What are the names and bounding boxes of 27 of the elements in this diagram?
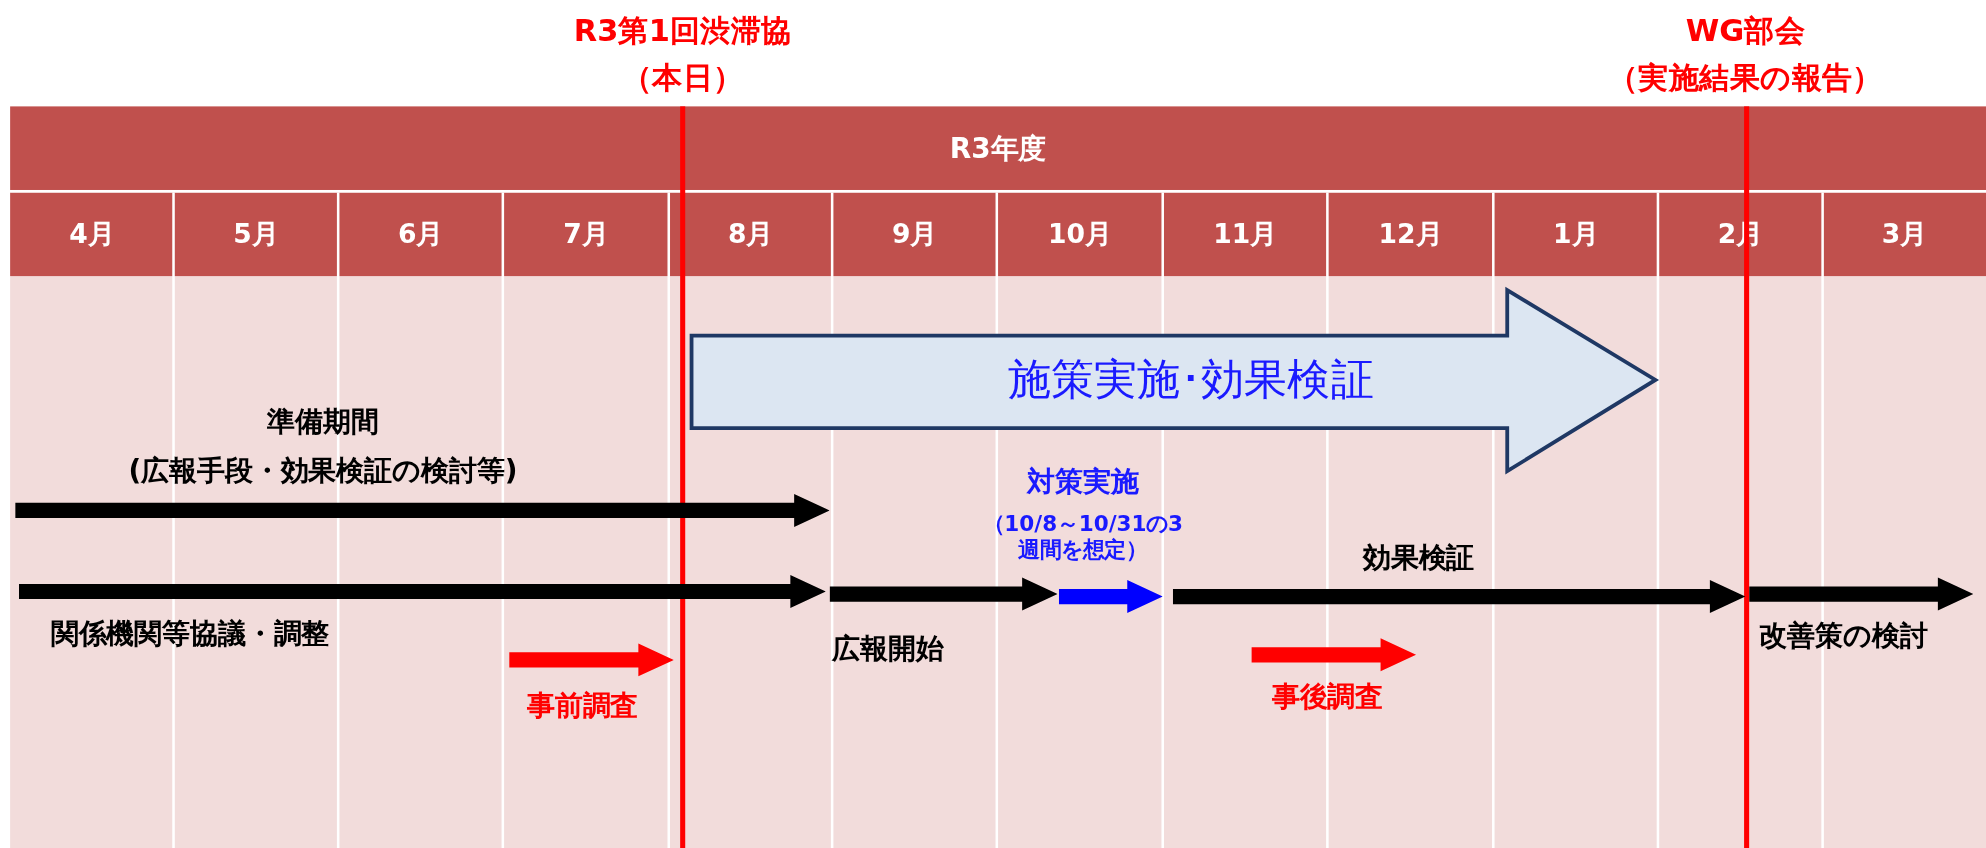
month-label: 3月 bbox=[1881, 219, 1927, 250]
arrow-label: 施策実施･効果検証 bbox=[1007, 355, 1374, 405]
milestone-label: （本日） bbox=[621, 61, 744, 96]
task-note: （10/8～10/31の3週間を想定） bbox=[981, 512, 1184, 562]
milestone-label: R3第1回渋滞協 bbox=[573, 14, 792, 50]
task-label: 改善策の検討 bbox=[1759, 619, 1928, 652]
month-label: 5月 bbox=[233, 219, 279, 250]
month-label: 9月 bbox=[891, 219, 938, 250]
month-label: 12月 bbox=[1378, 219, 1443, 250]
header-label: R3年度 bbox=[949, 132, 1047, 165]
task-note: (広報手段・効果検証の検討等) bbox=[128, 455, 518, 488]
task-label: 事後調査 bbox=[1271, 680, 1384, 713]
task-label: 広報開始 bbox=[832, 632, 944, 665]
task-label: 準備期間 bbox=[267, 405, 379, 438]
month-label: 7月 bbox=[563, 219, 609, 250]
task-label: 効果検証 bbox=[1362, 541, 1475, 574]
task-label: 事前調査 bbox=[526, 689, 639, 722]
month-label: 4月 bbox=[69, 219, 115, 250]
task-label: 関係機関等協議・調整 bbox=[50, 617, 330, 650]
month-label: 8月 bbox=[727, 219, 773, 250]
month-label: 11月 bbox=[1213, 219, 1277, 250]
month-label: 1月 bbox=[1553, 219, 1599, 250]
month-label: 10月 bbox=[1047, 219, 1112, 250]
month-label: 6月 bbox=[397, 219, 444, 250]
milestone-label: （実施結果の報告） bbox=[1607, 61, 1883, 96]
milestone-label: WG部会 bbox=[1685, 14, 1805, 50]
task-label: 対策実施 bbox=[1027, 465, 1139, 498]
